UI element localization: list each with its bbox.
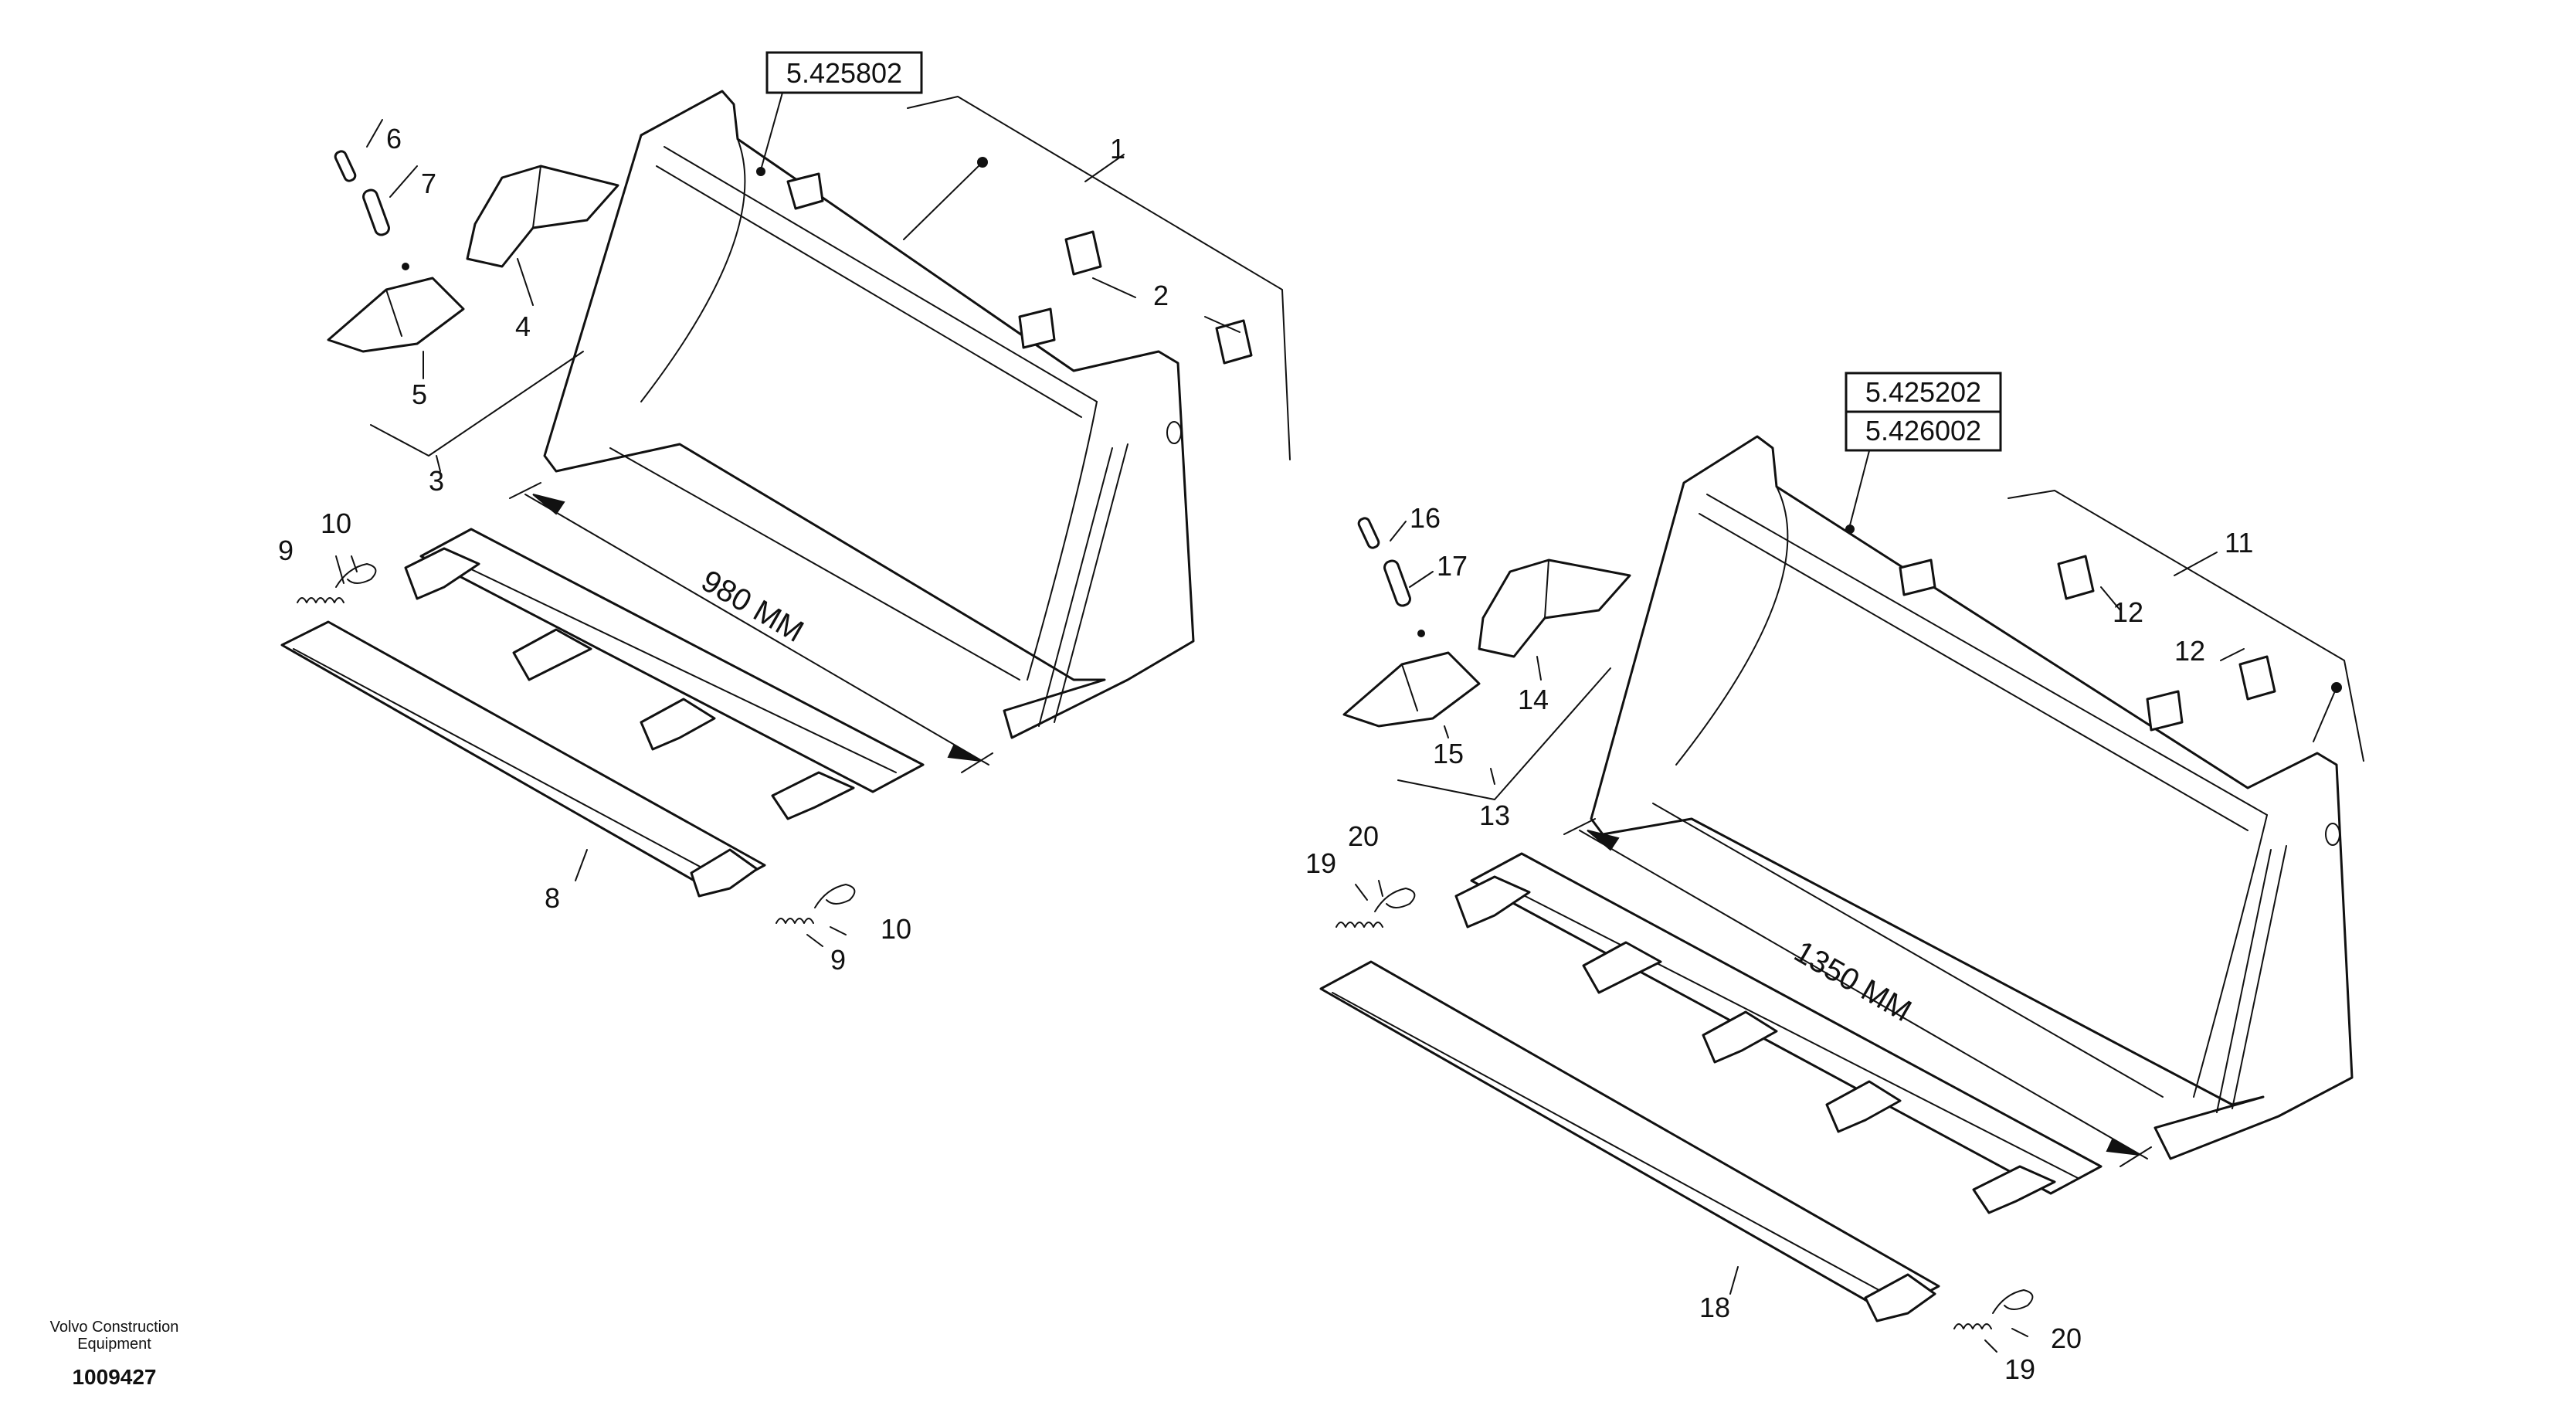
right-cutting-edge: [1454, 852, 2103, 1214]
callout-18: 18: [1699, 1292, 1730, 1323]
callout-2: 2: [1153, 280, 1169, 311]
callout-19: 19: [1305, 847, 1336, 879]
right-bolt-on-edge: [1319, 960, 1940, 1322]
right-reference-number-1: 5.425202: [1865, 376, 1981, 408]
left-leader-lines: [335, 73, 1291, 947]
right-width-dimension: [1563, 818, 2152, 1167]
right-bucket-assembly: [1319, 420, 2364, 1353]
callout-9-lower: 9: [830, 944, 846, 976]
right-bucket-body: [1590, 435, 2354, 1160]
callout-16: 16: [1410, 502, 1441, 534]
callout-14: 14: [1518, 684, 1549, 715]
callout-3: 3: [429, 465, 444, 497]
callout-17: 17: [1437, 550, 1468, 582]
callout-20-lower: 20: [2051, 1322, 2082, 1354]
drawing-number: 1009427: [72, 1365, 156, 1389]
callout-5: 5: [412, 379, 427, 410]
callout-19-lower: 19: [2004, 1353, 2035, 1385]
left-width-dimension: [509, 482, 993, 773]
callout-11: 11: [2225, 527, 2253, 559]
company-name-line2: Equipment: [77, 1336, 151, 1353]
callout-12-second: 12: [2174, 635, 2205, 667]
callout-8: 8: [545, 882, 560, 914]
callout-15: 15: [1433, 738, 1464, 769]
callout-7: 7: [421, 168, 436, 199]
right-reference-box: 5.425202 5.426002: [1845, 372, 2002, 452]
right-leader-lines: [1355, 420, 2364, 1353]
left-reference-number: 5.425802: [786, 57, 902, 89]
company-name-line1: Volvo Construction: [50, 1319, 179, 1336]
callout-6: 6: [386, 123, 402, 154]
left-bucket-assembly: [280, 73, 1291, 947]
callout-13: 13: [1479, 800, 1510, 831]
callout-12: 12: [2113, 596, 2143, 628]
callout-4: 4: [515, 311, 531, 342]
left-wear-pads: [1064, 230, 1253, 365]
left-tooth-parts: [327, 150, 619, 353]
callout-1: 1: [1110, 133, 1125, 165]
left-cutting-edge: [404, 528, 925, 820]
callout-20: 20: [1348, 820, 1379, 852]
callout-10: 10: [321, 508, 351, 539]
left-reference-box: 5.425802: [765, 51, 923, 94]
right-wear-pads: [2057, 555, 2276, 701]
left-bucket-body: [543, 90, 1195, 739]
left-retainer-pins: [297, 563, 856, 924]
right-reference-number-2: 5.426002: [1865, 415, 1981, 446]
callout-10-lower: 10: [881, 913, 911, 945]
right-tooth-parts: [1342, 517, 1631, 728]
right-retainer-pins: [1336, 888, 2034, 1329]
left-bolt-on-edge: [280, 620, 766, 898]
callout-9: 9: [278, 535, 294, 566]
left-width-label: 980 MM: [696, 564, 809, 649]
